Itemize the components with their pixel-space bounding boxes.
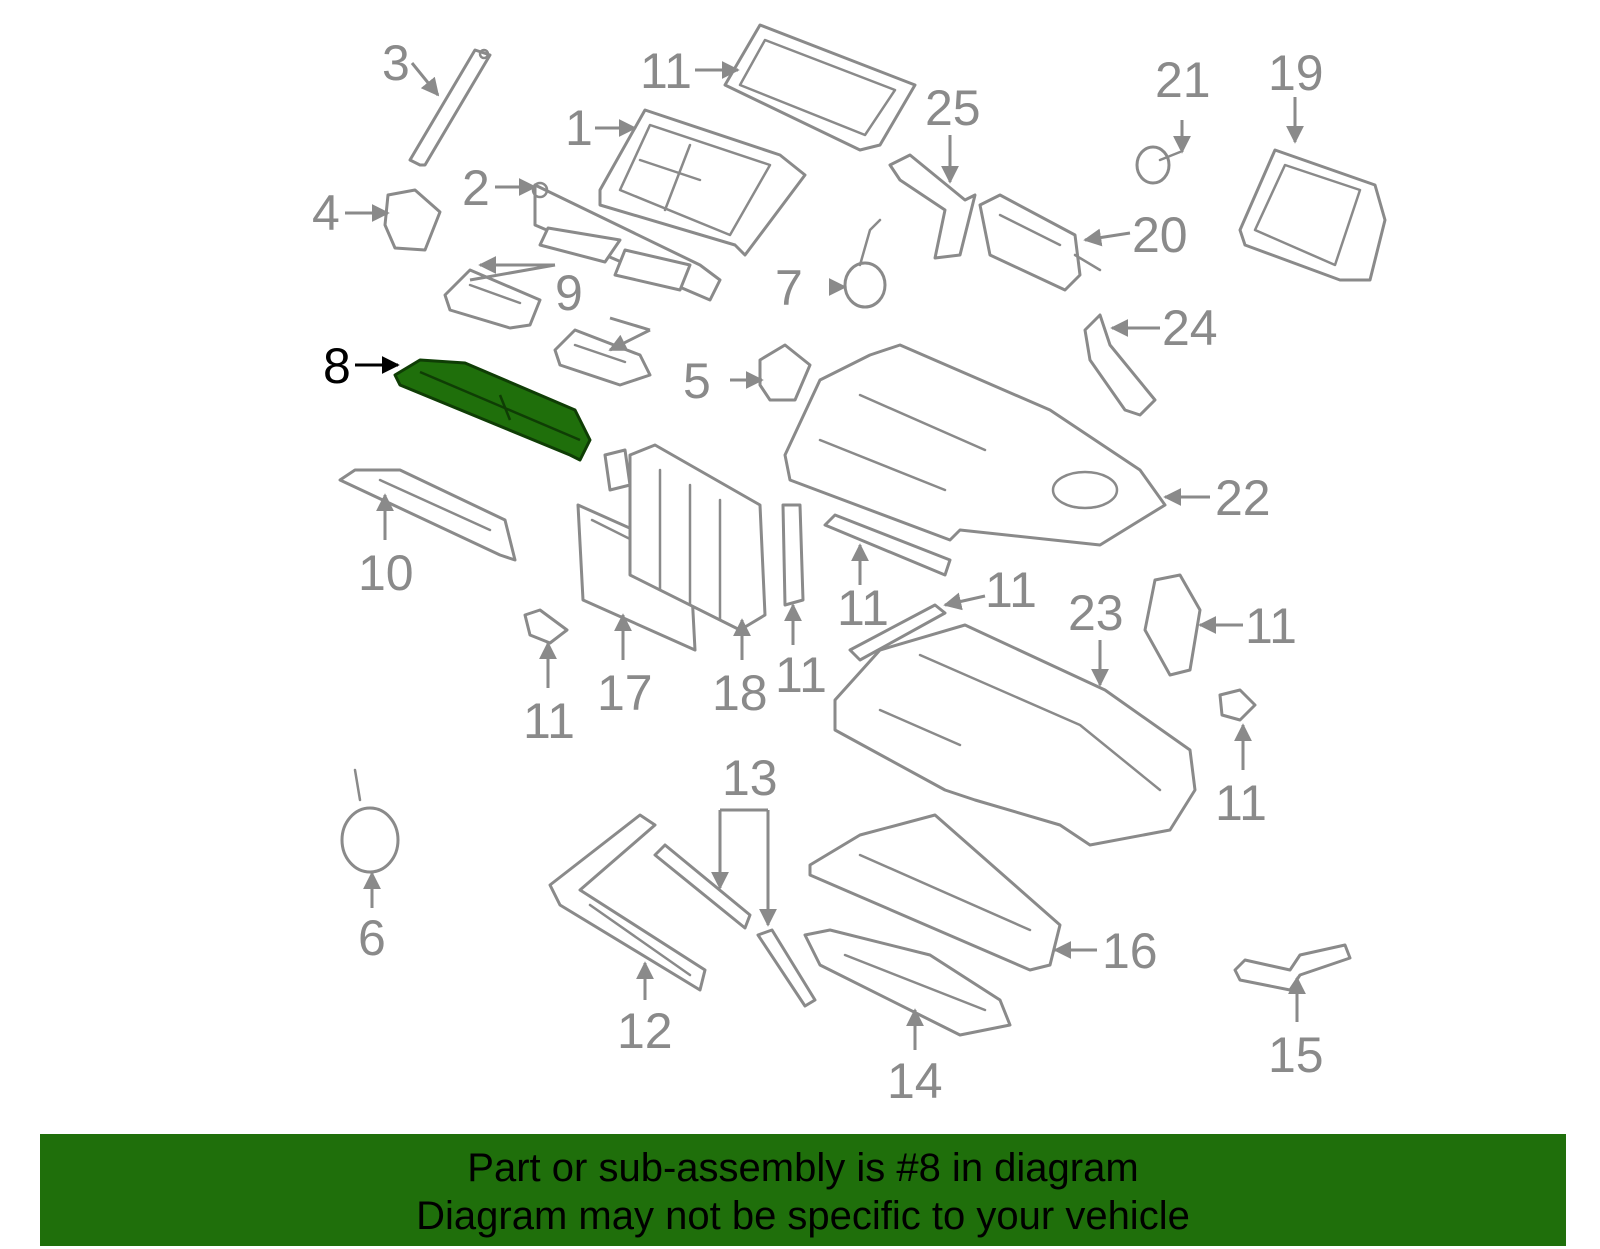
callout-15: 15	[1268, 1027, 1324, 1083]
part-1-case	[598, 108, 807, 257]
callout-24: 24	[1162, 300, 1218, 356]
part-12-heater-core	[548, 813, 707, 992]
part-18-evaporator	[603, 443, 767, 632]
leader-lines	[345, 61, 1306, 1050]
callout-25: 25	[925, 80, 981, 136]
part-21-fastener	[1135, 145, 1182, 185]
callout-9: 9	[555, 265, 583, 321]
callout-12: 12	[617, 1003, 673, 1059]
callout-7: 7	[775, 260, 803, 316]
part-9-door-lower	[553, 328, 652, 387]
callout-16: 16	[1102, 923, 1158, 979]
callout-11-grommet: 11	[1215, 775, 1267, 831]
callout-22: 22	[1215, 470, 1271, 526]
part-11-strip	[848, 603, 947, 662]
part-14-duct	[803, 928, 1012, 1037]
callout-11-gasket: 11	[1245, 598, 1297, 654]
callout-11-vertical-seal: 11	[775, 647, 827, 703]
part-5-door	[758, 343, 812, 402]
part-24-bracket	[1083, 313, 1157, 417]
callout-11-diagonal-seal: 11	[837, 580, 889, 636]
info-banner: Part or sub-assembly is #8 in diagram Di…	[40, 1134, 1566, 1246]
part-25-bracket	[888, 153, 977, 260]
part-7-actuator	[843, 218, 887, 309]
callout-6: 6	[358, 910, 386, 966]
part-3-bracket	[408, 48, 492, 167]
part-22-case-half	[783, 343, 1167, 547]
callout-11-top: 11	[640, 43, 692, 99]
part-19-housing	[1238, 148, 1387, 282]
part-15-bracket	[1233, 943, 1352, 992]
part-2-door-assembly	[531, 181, 722, 302]
callout-18: 18	[712, 665, 768, 721]
part-11-clip-left	[523, 608, 569, 645]
banner-line-2: Diagram may not be specific to your vehi…	[416, 1194, 1190, 1238]
callout-23: 23	[1068, 585, 1124, 641]
part-13-seals	[653, 843, 817, 1008]
callout-17: 17	[597, 665, 653, 721]
part-8-highlighted	[393, 358, 592, 462]
part-11-seal-vertical	[781, 503, 805, 607]
callout-19: 19	[1268, 45, 1324, 101]
part-11-gasket	[1143, 573, 1202, 677]
callout-20: 20	[1132, 207, 1188, 263]
callout-3: 3	[382, 35, 410, 91]
callout-8-highlighted: 8	[323, 338, 351, 394]
callout-13: 13	[722, 750, 778, 806]
part-10-door	[338, 468, 517, 562]
banner-line-1: Part or sub-assembly is #8 in diagram	[467, 1146, 1139, 1190]
callout-11-clip: 11	[523, 693, 575, 749]
part-20-motor	[978, 193, 1102, 292]
callout-numbers: 3 4 2 1 11 9 7 25 20 21 19 8 5 24 22 10 …	[312, 35, 1324, 1109]
callout-5: 5	[683, 353, 711, 409]
part-11-grommet	[1218, 688, 1257, 722]
callout-21: 21	[1155, 52, 1211, 108]
part-6-actuator	[340, 768, 400, 874]
part-9-door-upper	[443, 268, 542, 330]
part-11-seal-diagonal	[823, 513, 952, 577]
part-11-filter-top	[723, 23, 917, 152]
callout-4: 4	[312, 185, 340, 241]
callout-14: 14	[887, 1053, 943, 1109]
part-23-lower-case	[833, 623, 1197, 847]
part-4-door	[383, 188, 442, 252]
callout-1: 1	[565, 100, 593, 156]
callout-10: 10	[358, 545, 414, 601]
callout-2: 2	[462, 160, 490, 216]
callout-11-strip: 11	[985, 562, 1037, 618]
